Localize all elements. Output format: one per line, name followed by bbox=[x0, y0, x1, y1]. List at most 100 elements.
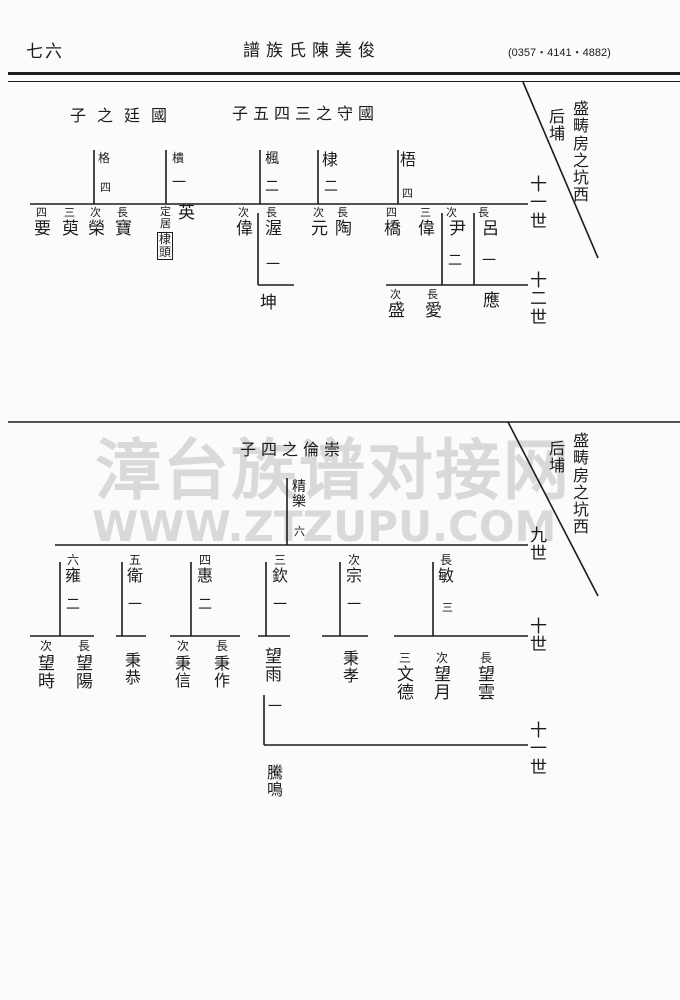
grandchild-ying-name: 應 bbox=[483, 291, 500, 311]
child-yin-order: 二 bbox=[448, 253, 462, 269]
grandchild-ai-name: 愛 bbox=[425, 301, 442, 321]
child-yuan-rank: 次 bbox=[313, 206, 324, 219]
child-yin-name: 尹 bbox=[449, 219, 466, 239]
son-hui-order: 二 bbox=[198, 597, 212, 613]
child-qiao-name: 橋 bbox=[384, 219, 401, 239]
grandchild-kun-name: 坤 bbox=[260, 293, 277, 313]
grandson-bingxin-rank: 次 bbox=[177, 639, 190, 653]
child-yao-name: 要 bbox=[34, 219, 51, 239]
grandson-bingxiao-name: 秉孝 bbox=[343, 649, 360, 686]
header-rule-thin bbox=[8, 81, 680, 82]
child-rong-name: 榮 bbox=[88, 219, 105, 239]
child-wo-name: 渥 bbox=[265, 219, 282, 239]
son-wei-name: 衛 bbox=[127, 566, 144, 585]
father-di: 棣 bbox=[322, 150, 339, 169]
grandchild-ai-rank: 長 bbox=[427, 288, 438, 301]
son-yong-rank: 六 bbox=[67, 553, 80, 567]
child-weia-name: 偉 bbox=[236, 219, 253, 239]
generation-11: 十一世 bbox=[530, 175, 547, 232]
heading-guoshou: 子五四三之守國 bbox=[232, 104, 380, 123]
father-kui: 樻 bbox=[172, 151, 185, 165]
child-qiao-rank: 四 bbox=[386, 206, 397, 219]
child-weib-rank: 三 bbox=[420, 206, 431, 219]
child-yuan-name: 元 bbox=[311, 219, 328, 239]
son-hui-name: 惠 bbox=[197, 566, 214, 585]
grandson-binggong-name: 秉恭 bbox=[125, 651, 142, 688]
son-yong-order: 二 bbox=[66, 597, 80, 613]
son-yong-name: 雍 bbox=[65, 566, 82, 585]
grandson-wende-name: 文德 bbox=[397, 665, 414, 704]
grandson-bingzuo-name: 秉作 bbox=[214, 654, 231, 691]
branch-sub-2: 后埔 bbox=[549, 439, 566, 476]
child-bao-name: 寶 bbox=[115, 219, 132, 239]
father-feng: 楓 bbox=[265, 151, 279, 167]
child-yao-rank: 四 bbox=[36, 206, 47, 219]
father-jingle: 精樂 bbox=[292, 479, 306, 511]
father-kui-order: 一 bbox=[172, 175, 186, 191]
child-ying-place: 棣頭 bbox=[157, 232, 173, 260]
child-yu-rank: 三 bbox=[64, 206, 75, 219]
generation-12: 十二世 bbox=[530, 271, 547, 328]
branch-sub: 后埔 bbox=[549, 107, 566, 144]
child-yin-rank: 次 bbox=[446, 206, 457, 219]
child-lv-name: 呂 bbox=[482, 219, 499, 239]
generation-9: 九世 bbox=[530, 526, 547, 565]
son-zong-name: 宗 bbox=[346, 566, 363, 585]
heading-guoting: 子之廷國 bbox=[70, 106, 179, 125]
child-tao-name: 陶 bbox=[335, 219, 352, 239]
grandson-wangshi-rank: 次 bbox=[40, 639, 53, 653]
phone-number: (0357・4141・4882) bbox=[508, 47, 611, 59]
grandson-wangyu-order: 一 bbox=[268, 699, 282, 715]
son-wei-order: 一 bbox=[128, 597, 142, 613]
father-ge-order: 四 bbox=[100, 181, 111, 194]
grandson-wende-rank: 三 bbox=[399, 651, 412, 665]
son-qin-name: 欽 bbox=[272, 566, 289, 585]
branch-name: 盛畴房之坑西 bbox=[573, 99, 590, 205]
father-feng-order: 二 bbox=[265, 179, 279, 195]
child-weib-name: 偉 bbox=[418, 219, 435, 239]
son-min-rank: 長 bbox=[440, 553, 453, 567]
father-wu: 梧 bbox=[400, 150, 417, 169]
son-zong-order: 一 bbox=[347, 597, 361, 613]
heading-chonglun: 子四之倫崇 bbox=[240, 440, 346, 459]
child-yu-name: 萸 bbox=[62, 219, 79, 239]
son-qin-order: 一 bbox=[273, 597, 287, 613]
child-bao-rank: 長 bbox=[117, 206, 128, 219]
generation-11b: 十一世 bbox=[530, 721, 547, 778]
grandson-bingzuo-rank: 長 bbox=[216, 639, 229, 653]
child-rong-rank: 次 bbox=[90, 206, 101, 219]
watermark-text: 漳台族谱对接网 bbox=[95, 432, 571, 509]
child-ying-name: 英 bbox=[178, 203, 195, 223]
child-tao-rank: 長 bbox=[337, 206, 348, 219]
father-ge: 格 bbox=[98, 151, 111, 165]
grandson-wangyang-rank: 長 bbox=[78, 639, 91, 653]
son-min-order: 三 bbox=[442, 601, 453, 614]
son-min-name: 敏 bbox=[438, 566, 455, 585]
grandson-wangyun-name: 望雲 bbox=[478, 665, 495, 704]
grandson-wangyun-rank: 長 bbox=[480, 651, 493, 665]
child-ying-note: 定居 bbox=[160, 205, 171, 230]
generation-10: 十世 bbox=[530, 617, 547, 656]
grandson-wangshi-name: 望時 bbox=[38, 654, 55, 693]
grandson-bingxin-name: 秉信 bbox=[175, 654, 192, 691]
page-title: 譜族氏陳美俊 bbox=[243, 41, 381, 61]
father-wu-order: 四 bbox=[402, 187, 413, 200]
greatgrandson-tengming-name: 騰鳴 bbox=[267, 763, 284, 800]
grandson-wangyang-name: 望陽 bbox=[76, 654, 93, 693]
grandson-wangyu-name: 望雨 bbox=[265, 647, 282, 686]
grandson-wangyue-name: 望月 bbox=[434, 665, 451, 704]
father-jingle-order: 六 bbox=[294, 525, 305, 538]
grandson-wangyue-rank: 次 bbox=[436, 651, 449, 665]
child-wo-order: 一 bbox=[266, 257, 280, 273]
child-wo-rank: 長 bbox=[266, 206, 277, 219]
child-lv-order: 一 bbox=[482, 253, 496, 269]
child-weia-rank: 次 bbox=[238, 206, 249, 219]
child-lv-rank: 長 bbox=[478, 206, 489, 219]
son-wei-rank: 五 bbox=[129, 553, 142, 567]
watermark-url: WWW.ZTZUPU.COM bbox=[92, 502, 557, 551]
son-qin-rank: 三 bbox=[274, 553, 287, 567]
branch-name-2: 盛畴房之坑西 bbox=[573, 431, 590, 537]
grandchild-sheng-name: 盛 bbox=[388, 301, 405, 321]
page-number: 七六 bbox=[26, 42, 64, 62]
